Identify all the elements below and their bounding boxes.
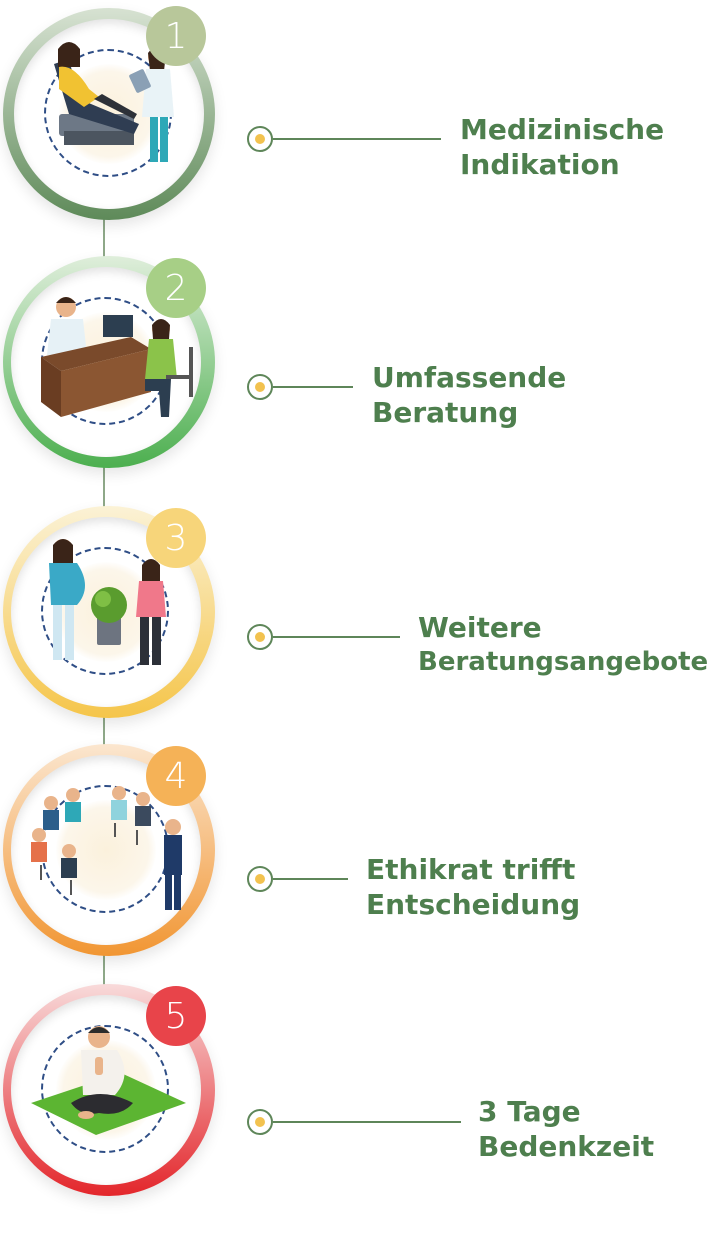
timeline-dot — [247, 624, 273, 650]
timeline-dot — [247, 866, 273, 892]
step-label-line-1: Ethikrat trifft — [366, 853, 576, 886]
step-label-line-2: Beratungsangebote — [418, 647, 709, 677]
step-label: Umfassende Beratung — [372, 360, 566, 430]
step-label: Ethikrat trifft Entscheidung — [366, 852, 580, 922]
step-number-badge: 4 — [146, 746, 206, 806]
connector-line — [273, 878, 348, 880]
connector-line — [273, 636, 400, 638]
step-label: Medizinische Indikation — [460, 112, 664, 182]
step-illustration-frame — [11, 995, 201, 1185]
pregnant-woman-consultation-illustration — [49, 539, 166, 665]
consultation-desk-illustration — [41, 297, 193, 417]
step-5: 5 3 Tage Bedenkzeit — [0, 984, 728, 1214]
meditating-pregnant-woman-illustration — [31, 1026, 186, 1135]
step-label-line-2: Indikation — [460, 148, 620, 181]
step-2: 2 Umfassende Beratung — [0, 256, 728, 486]
connector-line — [273, 386, 353, 388]
step-label: Weitere Beratungsangebote — [418, 610, 708, 680]
step-3: 3 Weitere Beratungsangebote — [0, 506, 728, 736]
step-1: 1 Medizinische Indikation — [0, 6, 728, 238]
timeline-dot-center — [255, 382, 265, 392]
connector-line — [273, 138, 441, 140]
ethics-council-meeting-illustration — [31, 786, 182, 910]
step-number-badge: 5 — [146, 986, 206, 1046]
step-number-badge: 1 — [146, 6, 206, 66]
gynecologist-chair-illustration — [54, 42, 174, 162]
timeline-dot-center — [255, 632, 265, 642]
timeline-dot-center — [255, 1117, 265, 1127]
step-label-line-2: Bedenkzeit — [478, 1130, 655, 1163]
step-label-line-2: Entscheidung — [366, 888, 581, 921]
step-number-badge: 3 — [146, 508, 206, 568]
dashed-circle — [41, 1025, 169, 1153]
timeline-dot — [247, 126, 273, 152]
step-label: 3 Tage Bedenkzeit — [478, 1094, 654, 1164]
timeline-dot-center — [255, 874, 265, 884]
dashed-circle — [41, 547, 169, 675]
step-label-line-1: Umfassende — [372, 361, 567, 394]
step-label-line-1: Weitere — [418, 611, 542, 644]
timeline-dot — [247, 374, 273, 400]
timeline-dot — [247, 1109, 273, 1135]
connector-line — [273, 1121, 461, 1123]
step-label-line-2: Beratung — [372, 396, 519, 429]
step-label-line-1: Medizinische — [460, 113, 665, 146]
step-number-badge: 2 — [146, 258, 206, 318]
timeline-dot-center — [255, 134, 265, 144]
step-4: 4 Ethikrat trifft Entscheidung — [0, 744, 728, 974]
step-label-line-1: 3 Tage — [478, 1095, 581, 1128]
